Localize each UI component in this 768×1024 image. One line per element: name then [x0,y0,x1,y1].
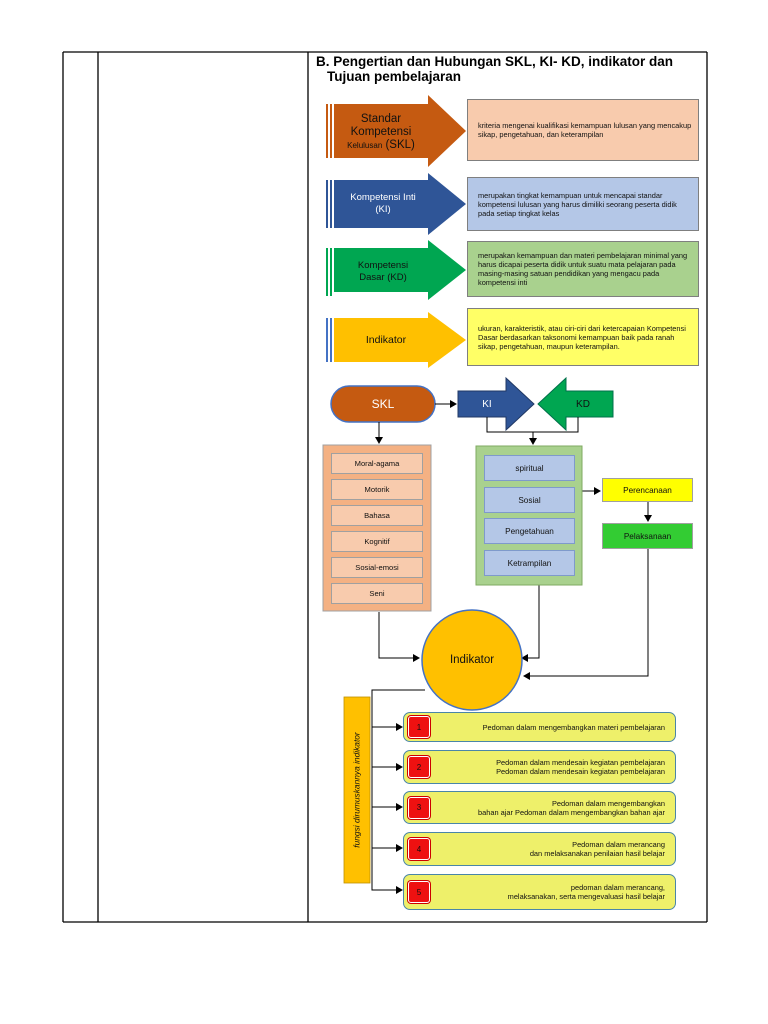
skl-item-kognitif: Kognitif [331,531,423,552]
function-text-line: melaksanakan, serta mengevaluasi hasil b… [507,892,665,901]
function-number-badge: 2 [408,756,430,778]
skl-item-sosial-emosi: Sosial-emosi [331,557,423,578]
kd-description: merupakan kemampuan dan materi pembelaja… [478,251,688,287]
function-number-badge: 5 [408,881,430,903]
skl-arrow-line-3-big: (SKL) [385,138,415,151]
skl-item-seni: Seni [331,583,423,604]
indikator-arrow-label: Indikator [336,320,436,360]
function-text-line: dan melaksanakan penilaian hasil belajar [529,849,665,858]
ki-flow-arrow [457,376,535,432]
kd-description-box: merupakan kemampuan dan materi pembelaja… [467,241,699,297]
function-text-line: Pedoman dalam mendesain kegiatan pembela… [496,758,665,767]
skl-definition-arrow [326,95,466,167]
kikd-item-sosial: Sosial [484,487,575,513]
kd-arrow-label: Kompetensi Dasar (KD) [336,252,430,292]
function-item: 5 pedoman dalam merancang, melaksanakan,… [403,874,676,910]
skl-description-box: kriteria mengenai kualifikasi kemampuan … [467,99,699,161]
heading-line-1: B. Pengertian dan Hubungan SKL, KI- KD, … [316,54,674,69]
function-text-line: Pedoman dalam mengembangkan materi pembe… [482,722,665,732]
skl-item-motorik: Motorik [331,479,423,500]
skl-arrow-line-2: Kompetensi [350,125,412,138]
skl-description: kriteria mengenai kualifikasi kemampuan … [478,121,692,139]
function-text-line: Pedoman dalam merancang [572,840,665,849]
kd-flow-arrow [537,376,614,432]
function-number-badge: 1 [408,716,430,738]
kd-flow-label: KD [576,398,590,410]
function-text-line: pedoman dalam merancang, [570,883,665,892]
kd-arrow-line-1: Kompetensi [357,260,409,271]
function-text-line: Pedoman dalam mendesain kegiatan pembela… [496,767,665,776]
function-text-line: Pedoman dalam mengembangkan [552,798,665,808]
indikator-description-box: ukuran, karakteristik, atau ciri-ciri da… [467,308,699,366]
kd-definition-arrow [326,240,466,300]
ki-arrow-line-1: Kompetensi Inti [350,192,416,203]
perencanaan-box: Perencanaan [602,478,693,502]
skl-pill-label: SKL [371,397,395,411]
function-text-line: bahan ajar Pedoman dalam mengembangkan b… [478,807,665,817]
function-item: 3 Pedoman dalam mengembangkan bahan ajar… [403,791,676,824]
ki-description-box: merupakan tingkat kemampuan untuk mencap… [467,177,699,231]
functions-side-label: fungsi dirumuskannya indikator [352,732,363,848]
section-heading: B. Pengertian dan Hubungan SKL, KI- KD, … [316,54,696,84]
function-item: 1 Pedoman dalam mengembangkan materi pem… [403,712,676,742]
skl-item-moral-agama: Moral-agama [331,453,423,474]
function-item: 2 Pedoman dalam mendesain kegiatan pembe… [403,750,676,784]
kikd-item-spiritual: spiritual [484,455,575,481]
functions-side-bar [343,696,371,884]
function-number-badge: 4 [408,838,430,860]
indikator-circle [421,609,523,711]
ki-arrow-label: Kompetensi Inti (KI) [336,184,430,224]
indikator-definition-arrow [326,312,466,368]
kd-arrow-line-2: Dasar (KD) [359,272,407,283]
indikator-circle-label: Indikator [449,654,495,666]
function-item: 4 Pedoman dalam merancang dan melaksanak… [403,832,676,866]
ki-description: merupakan tingkat kemampuan untuk mencap… [478,190,677,218]
skl-item-bahasa: Bahasa [331,505,423,526]
heading-line-2: Tujuan pembelajaran [327,69,462,84]
indikator-arrow-line-1: Indikator [365,334,407,346]
kikd-item-pengetahuan: Pengetahuan [484,518,575,544]
ki-arrow-line-2: (KI) [375,204,391,215]
kikd-item-ketrampilan: Ketrampilan [484,550,575,576]
skl-arrow-label: Standar Kompetensi Kelulusan (SKL) [334,108,428,156]
skl-arrow-line-1: Standar [360,112,402,125]
skl-arrow-line-3-small: Kelulusan [347,140,383,150]
ki-definition-arrow [326,173,466,235]
ki-flow-label: KI [482,398,492,410]
pelaksanaan-box: Pelaksanaan [602,523,693,549]
function-number-badge: 3 [408,796,430,819]
functions-side-label-wrap: fungsi dirumuskannya indikator [344,697,370,883]
indikator-description: ukuran, karakteristik, atau ciri-ciri da… [478,323,686,351]
